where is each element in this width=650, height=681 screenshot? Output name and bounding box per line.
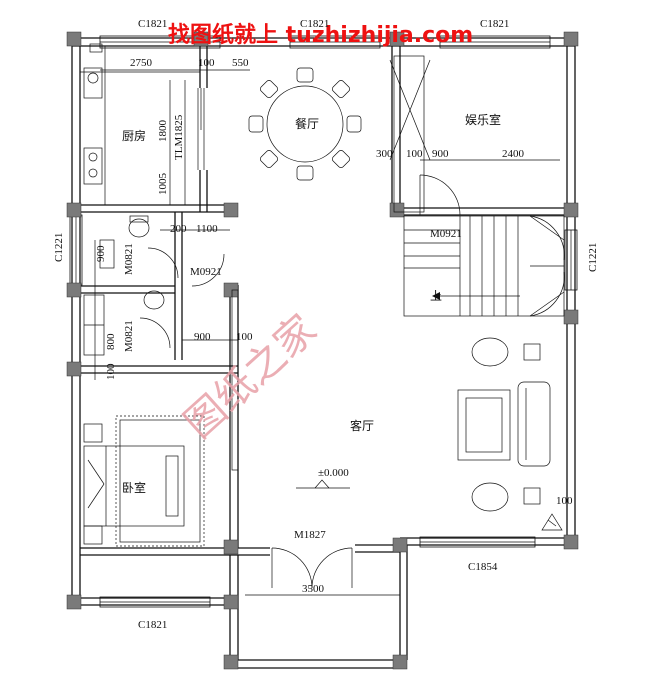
elevation-label: ±0.000 bbox=[318, 467, 349, 479]
dim-ent-w1: 300 bbox=[376, 148, 393, 160]
kitchen-sliding-door bbox=[197, 88, 205, 170]
living-partition bbox=[231, 289, 239, 471]
label-bath-door-1: M0821 bbox=[123, 243, 135, 275]
dim-hall-w1: 200 bbox=[170, 223, 187, 235]
window-right bbox=[564, 229, 578, 291]
dim-bath-v2: 100 bbox=[105, 363, 117, 380]
elevation-mark bbox=[296, 479, 350, 489]
dim-ent-w2: 100 bbox=[406, 148, 423, 160]
kitchen-counter bbox=[80, 43, 200, 205]
dim-hall-w2: 1100 bbox=[196, 223, 218, 235]
living-furniture bbox=[457, 337, 563, 531]
label-window-right: C1221 bbox=[587, 243, 599, 272]
room-dining: 餐厅 bbox=[295, 116, 319, 131]
dim-kitchen-h2: 1005 bbox=[157, 173, 169, 196]
columns bbox=[66, 31, 579, 670]
dim-kitchen-width: 2750 bbox=[130, 57, 153, 69]
label-kitchen-door: TLM1825 bbox=[173, 114, 185, 160]
dim-bath-h1: 900 bbox=[95, 245, 107, 262]
window-top-right bbox=[439, 35, 551, 49]
dim-ent-w4: 2400 bbox=[502, 148, 525, 160]
entrance-door bbox=[271, 547, 353, 589]
dimension-lines bbox=[94, 69, 560, 596]
label-bath-door-2: M0821 bbox=[123, 320, 135, 352]
window-top-mid bbox=[289, 35, 381, 49]
dim-kitchen-wall-b: 550 bbox=[232, 57, 249, 69]
room-bedroom: 卧室 bbox=[122, 480, 146, 495]
room-living: 客厅 bbox=[350, 418, 374, 433]
staircase bbox=[403, 174, 565, 317]
label-window-top-mid: C1821 bbox=[300, 18, 329, 30]
room-kitchen: 厨房 bbox=[122, 128, 146, 143]
dim-ent-w3: 900 bbox=[432, 148, 449, 160]
dim-right-gap: 100 bbox=[556, 495, 573, 507]
outer-walls bbox=[71, 37, 576, 606]
window-bottom-left bbox=[99, 596, 211, 608]
label-entrance-door: M1827 bbox=[294, 529, 326, 541]
bathroom-fixtures bbox=[83, 215, 179, 356]
dim-bath-w1: 900 bbox=[194, 331, 211, 343]
label-window-left: C1221 bbox=[53, 233, 65, 262]
watermark-diagonal: 图纸之家 bbox=[176, 306, 326, 447]
label-window-top-left: C1821 bbox=[138, 18, 167, 30]
hall-door-arc bbox=[191, 253, 225, 287]
dim-porch-width: 3500 bbox=[302, 583, 325, 595]
room-entertainment: 娱乐室 bbox=[465, 112, 501, 127]
bedroom-furniture bbox=[83, 415, 205, 547]
label-window-top-right: C1821 bbox=[480, 18, 509, 30]
dim-bath-v1: 800 bbox=[105, 333, 117, 350]
label-window-bottom-left: C1821 bbox=[138, 619, 167, 631]
label-stair-door: M0921 bbox=[430, 228, 462, 240]
interior-walls bbox=[80, 46, 567, 669]
watermark-top: 找图纸就上 tuzhizhijia.com bbox=[168, 22, 473, 48]
label-hall-door: M0921 bbox=[190, 266, 222, 278]
dim-bath-w2: 100 bbox=[236, 331, 253, 343]
dim-kitchen-h1: 1800 bbox=[157, 120, 169, 143]
entertainment-sliding-door bbox=[389, 55, 431, 213]
window-bottom-right bbox=[419, 536, 536, 548]
dim-kitchen-wall-a: 100 bbox=[198, 57, 215, 69]
label-window-bottom-right: C1854 bbox=[468, 561, 498, 573]
stairs-up-label: 上 bbox=[430, 289, 442, 303]
dining-table bbox=[248, 67, 362, 181]
